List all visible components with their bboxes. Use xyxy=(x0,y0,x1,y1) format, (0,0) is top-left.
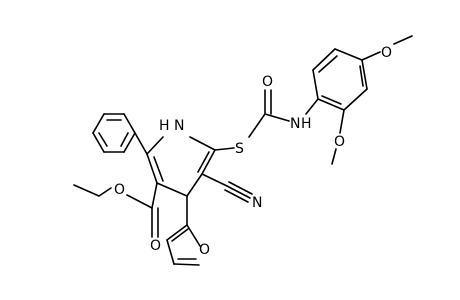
ethyl-ester xyxy=(73,182,159,238)
dimethoxyphenyl-ring xyxy=(312,48,368,111)
methoxy-groups xyxy=(331,35,413,165)
bond-phenyl-c6 xyxy=(134,132,148,155)
atom-o-ester-ether: O xyxy=(114,182,125,198)
atom-o-methoxy-para: O xyxy=(381,45,392,61)
thioacetamide-chain xyxy=(214,89,319,151)
furan-ring xyxy=(166,195,201,266)
dihydropyridine-ring xyxy=(146,136,216,197)
nitrile-group xyxy=(201,173,253,203)
atom-o-ester-carbonyl: O xyxy=(150,238,161,254)
atom-n-nitrile: N xyxy=(252,195,262,211)
atom-h-amide: H xyxy=(301,116,312,132)
atom-h-ring: H xyxy=(159,118,170,134)
atom-n-ring: N xyxy=(174,118,184,134)
atom-o-methoxy-ortho: O xyxy=(334,134,345,150)
atom-o-amide: O xyxy=(262,74,273,90)
atom-o-furan: O xyxy=(199,242,210,258)
atom-n-amide: N xyxy=(290,116,300,132)
phenyl-ring xyxy=(92,113,136,153)
atom-s-thioether: S xyxy=(235,141,244,157)
